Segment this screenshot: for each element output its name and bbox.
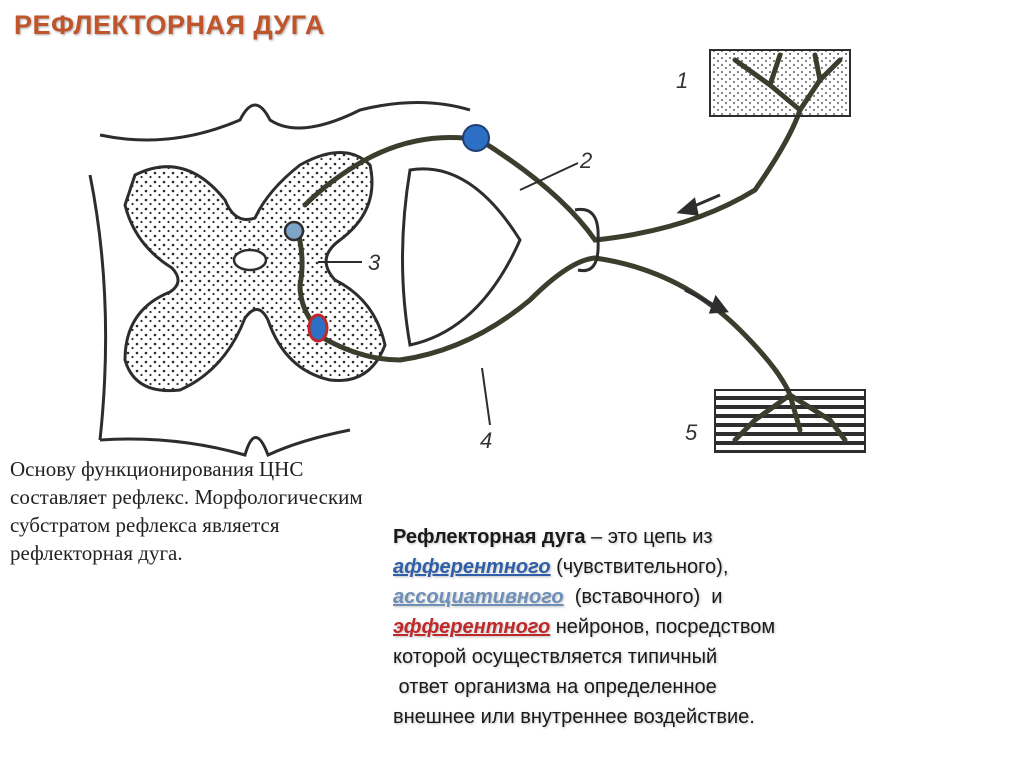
definition-paragraph: Рефлекторная дуга – это цепь из афферент… [393, 522, 993, 732]
intro-line: субстратом рефлекса является [10, 513, 280, 537]
intro-line: рефлекторная дуга. [10, 541, 183, 565]
efferent-link[interactable]: эфферентного [393, 616, 551, 638]
nerve-root-junction [574, 207, 600, 273]
grey-matter [123, 151, 387, 393]
effector-endings [732, 392, 848, 443]
intro-line: составляет рефлекс. Морфологическим [10, 485, 363, 509]
definition-dash: – это цепь из [585, 526, 713, 548]
nerve-fibers [295, 107, 803, 398]
intro-paragraph: Основу функционирования ЦНС составляет р… [10, 455, 480, 567]
label-2: 2 [579, 148, 592, 173]
spinal-cord-outline [88, 101, 471, 458]
spinal-ganglion-loop [401, 167, 522, 347]
afferent-neuron-body [462, 124, 490, 152]
definition-line-4: которой осуществляется типичный [393, 646, 718, 668]
reflex-arc-diagram: 1 2 3 4 5 [88, 49, 866, 458]
afferent-note: (чувствительного), [550, 556, 729, 578]
definition-line-5: ответ организма на определенное [393, 676, 717, 698]
page-title: РЕФЛЕКТОРНАЯ ДУГА [14, 10, 325, 40]
direction-arrows [676, 193, 729, 314]
efferent-neuron-body [307, 313, 329, 343]
label-5: 5 [685, 420, 698, 445]
label-1: 1 [676, 68, 688, 93]
intro-line: Основу функционирования ЦНС [10, 457, 304, 481]
afferent-link[interactable]: афферентного [393, 556, 551, 578]
associative-link[interactable]: ассоциативного [393, 586, 564, 608]
label-4: 4 [480, 428, 492, 453]
associative-note: (вставочного) и [563, 586, 723, 608]
definition-term: Рефлекторная дуга [393, 526, 586, 548]
efferent-note: нейронов, посредством [550, 616, 776, 638]
receptor-endings [732, 52, 843, 113]
label-3: 3 [368, 250, 381, 275]
definition-line-6: внешнее или внутреннее воздействие. [393, 706, 755, 728]
label-pointer-lines [318, 162, 579, 426]
central-canal [232, 248, 268, 272]
associative-neuron-body [283, 220, 305, 242]
